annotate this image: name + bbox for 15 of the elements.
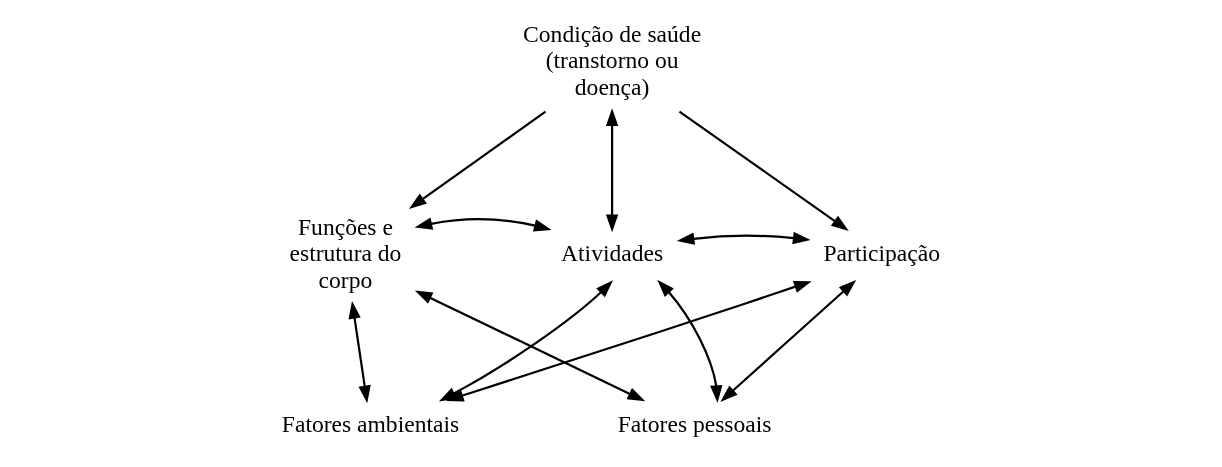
node-text: Atividades (561, 240, 664, 267)
arrow (414, 217, 552, 232)
arrow (348, 301, 371, 404)
arrow (720, 280, 857, 402)
node-text: Fatores ambientais (281, 411, 460, 438)
node-text: Fatores pessoais (617, 411, 772, 438)
node-text: Funções e estrutura do corpo (289, 213, 402, 293)
node-text: Condição de saúde (transtorno ou doença) (523, 20, 702, 100)
arrow (657, 279, 723, 404)
arrow (676, 231, 811, 245)
arrow (445, 281, 812, 402)
arrow (408, 110, 547, 209)
arrow (678, 110, 849, 231)
arrow (605, 108, 619, 233)
node-text: Participação (823, 240, 940, 267)
